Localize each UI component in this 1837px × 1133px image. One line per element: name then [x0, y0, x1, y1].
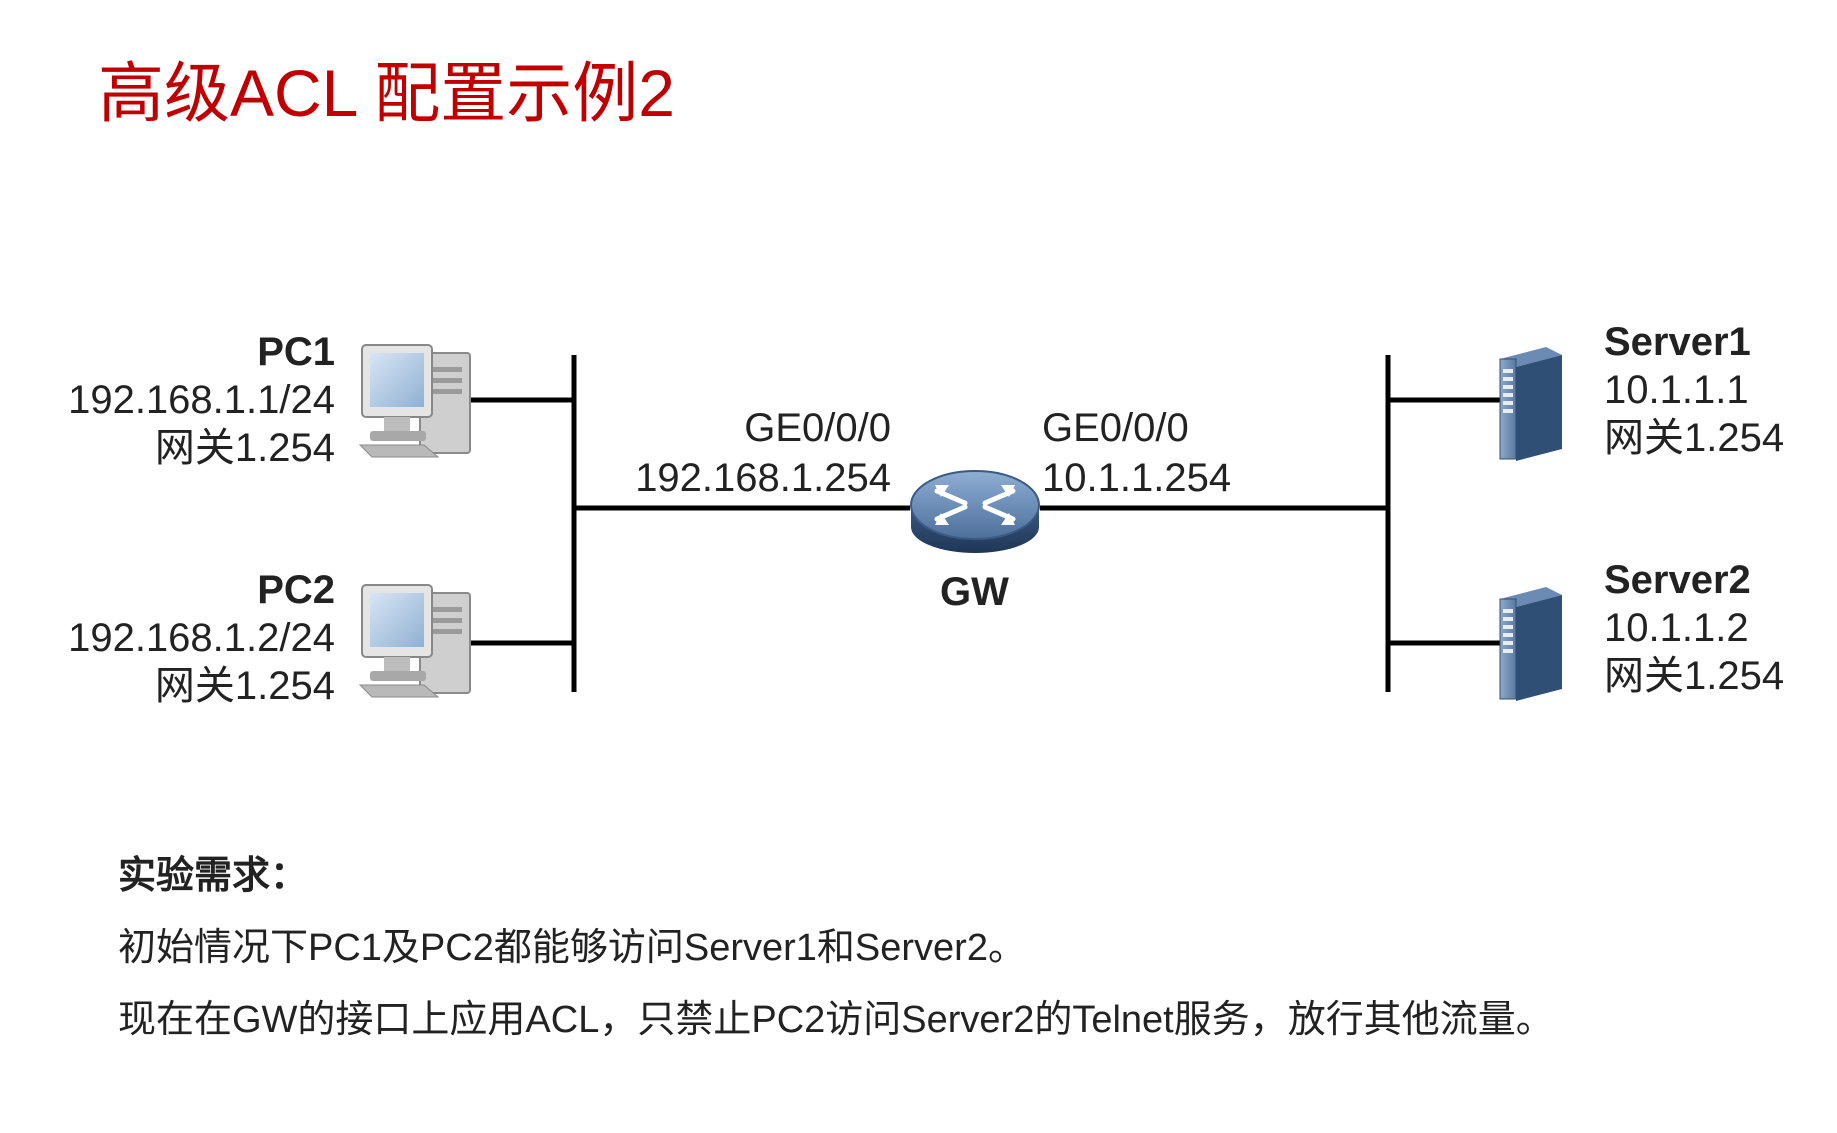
server2-name: Server2	[1604, 558, 1751, 602]
server1-gateway: 网关1.254	[1604, 416, 1785, 460]
gw-right-interface-name: GE0/0/0	[1042, 406, 1189, 450]
pc1-ip: 192.168.1.1/24	[68, 378, 335, 422]
gw-left-interface-name: GE0/0/0	[744, 406, 891, 450]
server-icon	[1499, 587, 1562, 701]
pc-icon	[358, 584, 471, 698]
requirement-line: 现在在GW的接口上应用ACL，只禁止PC2访问Server2的Telnet服务，…	[118, 999, 1554, 1041]
gw-left-interface-ip: 192.168.1.254	[635, 456, 891, 500]
pc1-name: PC1	[257, 330, 335, 374]
server1-name: Server1	[1604, 320, 1751, 364]
pc1-gateway: 网关1.254	[154, 426, 335, 470]
pc2-name: PC2	[257, 568, 335, 612]
router-icon	[910, 470, 1040, 553]
page-title: 高级ACL 配置示例2	[98, 56, 675, 130]
requirement-line: 初始情况下PC1及PC2都能够访问Server1和Server2。	[118, 927, 1026, 969]
server-icon	[1499, 347, 1562, 461]
gw-right-interface-ip: 10.1.1.254	[1042, 456, 1232, 500]
pc-icon	[358, 344, 471, 458]
requirements-block: 实验需求： 初始情况下PC1及PC2都能够访问Server1和Server2。 …	[118, 840, 1554, 1056]
gw-name: GW	[940, 570, 1009, 614]
pc2-gateway: 网关1.254	[154, 664, 335, 708]
server2-gateway: 网关1.254	[1604, 654, 1785, 698]
server1-ip: 10.1.1.1	[1604, 368, 1749, 412]
server2-ip: 10.1.1.2	[1604, 606, 1749, 650]
pc2-ip: 192.168.1.2/24	[68, 616, 335, 660]
requirements-heading: 实验需求：	[118, 855, 309, 897]
